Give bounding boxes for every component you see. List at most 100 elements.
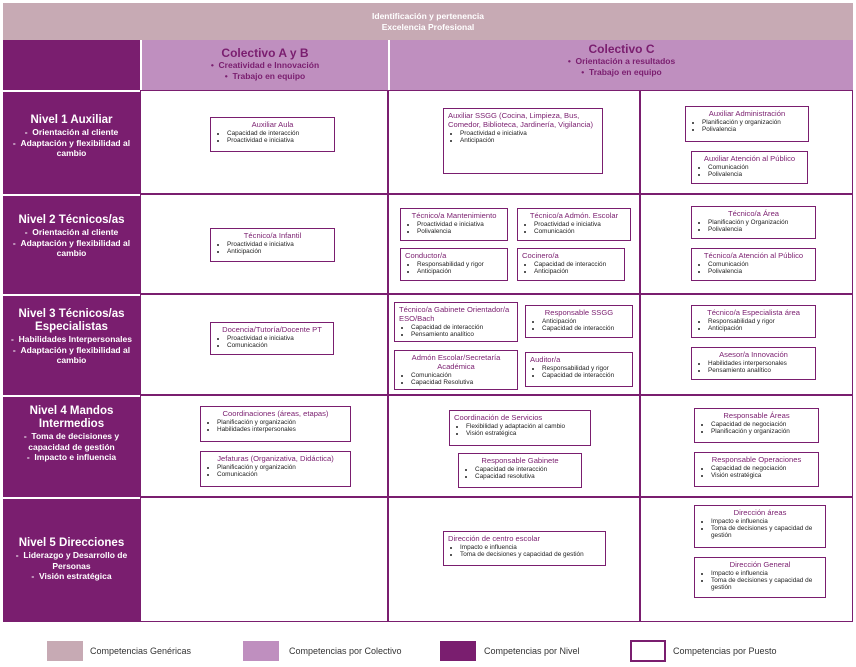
position-competency: Capacidad de interacción [534, 261, 620, 268]
position-title: Responsable Operaciones [711, 455, 802, 464]
position-competency: Comunicación [411, 372, 513, 379]
legend-label: Competencias por Puesto [673, 646, 777, 656]
position-competency: Anticipación [417, 268, 503, 275]
position-box-coordinaciones: Coordinaciones (áreas, etapas) Planifica… [200, 406, 351, 442]
position-title: Auxiliar Aula [251, 120, 294, 129]
position-title: Conductor/a [405, 251, 447, 260]
position-competency: Proactividad e iniciativa [227, 241, 330, 248]
position-box-direccion-general: Dirección General Impacto e influenciaTo… [694, 557, 826, 598]
position-title: Admón Escolar/Secretaría Académica [411, 353, 501, 371]
position-title: Coordinación de Servicios [454, 413, 543, 422]
level-4-header: Nivel 4 Mandos Intermedios - Toma de dec… [3, 395, 140, 497]
position-box-auxiliar-aula: Auxiliar Aula Capacidad de interacciónPr… [210, 117, 335, 152]
position-competency: Toma de decisiones y capacidad de gestió… [460, 551, 601, 558]
position-competency: Visión estratégica [711, 472, 814, 479]
position-box-auditor: Auditor/a Responsabilidad y rigorCapacid… [525, 352, 633, 387]
position-box-tecnico-mantenimiento: Técnico/a Mantenimiento Proactividad e i… [400, 208, 508, 241]
position-box-responsable-gabinete: Responsable Gabinete Capacidad de intera… [458, 453, 582, 488]
position-competency: Planificación y organización [711, 428, 814, 435]
position-competency: Impacto e influencia [711, 518, 821, 525]
level-item: - Adaptación y flexibilidad al cambio [12, 344, 131, 366]
position-title: Cocinero/a [522, 251, 559, 260]
level-title: Nivel 1 Auxiliar [30, 114, 113, 126]
position-competency: Proactividad e iniciativa [460, 130, 598, 137]
column-item: • Creatividad e Innovación [210, 60, 320, 70]
column-title: Colectivo C [588, 42, 655, 56]
position-title: Jefaturas (Organizativa, Didáctica) [217, 454, 334, 463]
position-competency: Comunicación [217, 471, 346, 478]
level-3-header: Nivel 3 Técnicos/as Especialistas - Habi… [3, 294, 140, 395]
position-title: Responsable Áreas [723, 411, 790, 420]
position-competency: Capacidad de negociación [711, 465, 814, 472]
column-header-colectivo-ab: Colectivo A y B • Creatividad e Innovaci… [140, 40, 388, 90]
position-title: Dirección áreas [733, 508, 787, 517]
position-box-auxiliar-ssgg: Auxiliar SSGG (Cocina, Limpieza, Bus, Co… [443, 108, 603, 174]
legend-swatch-puesto [630, 640, 666, 662]
legend-label: Competencias por Nivel [484, 646, 580, 656]
position-box-auxiliar-administracion: Auxiliar Administración Planificación y … [685, 106, 809, 142]
position-competency: Polivalencia [708, 171, 803, 178]
position-competency: Proactividad e iniciativa [534, 221, 626, 228]
position-competency: Impacto e influencia [711, 570, 821, 577]
position-title: Técnico/a Infantil [243, 231, 302, 240]
position-title: Técnico/a Especialista área [707, 308, 800, 317]
corner-cell [3, 40, 140, 90]
position-box-admon-escolar: Admón Escolar/Secretaría Académica Comun… [394, 350, 518, 390]
position-title: Asesor/a Innovación [719, 350, 788, 359]
position-competency: Capacidad de interacción [475, 466, 577, 473]
level-item: - Toma de decisiones y capacidad de gest… [23, 431, 120, 452]
position-title: Dirección de centro escolar [448, 534, 541, 543]
position-competency: Habilidades interpersonales [708, 360, 811, 367]
position-title: Auxiliar SSGG (Cocina, Limpieza, Bus, Co… [448, 111, 594, 129]
legend-label: Competencias por Colectivo [289, 646, 402, 656]
position-title: Técnico/a Admón. Escolar [529, 211, 619, 220]
generic-competencies-header: Identificación y pertenencia Excelencia … [3, 3, 853, 40]
level-5-header: Nivel 5 Direcciones - Liderazgo y Desarr… [3, 497, 140, 622]
column-title: Colectivo A y B [221, 46, 309, 60]
position-competency: Comunicación [227, 342, 329, 349]
position-competency: Habilidades interpersonales [217, 426, 346, 433]
position-title: Auxiliar Administración [708, 109, 786, 118]
position-competency: Pensamiento analítico [411, 331, 513, 338]
position-competency: Anticipación [460, 137, 598, 144]
position-box-tecnico-infantil: Técnico/a Infantil Proactividad e inicia… [210, 228, 335, 262]
position-box-tecnico-atencion-publico: Técnico/a Atención al Público Comunicaci… [691, 248, 816, 281]
position-box-jefaturas: Jefaturas (Organizativa, Didáctica) Plan… [200, 451, 351, 487]
position-competency: Polivalencia [417, 228, 503, 235]
position-box-docencia: Docencia/Tutoría/Docente PT Proactividad… [210, 322, 334, 355]
position-competency: Anticipación [227, 248, 330, 255]
position-competency: Pensamiento analítico [708, 367, 811, 374]
position-title: Técnico/a Mantenimiento [411, 211, 497, 220]
position-box-responsable-operaciones: Responsable Operaciones Capacidad de neg… [694, 452, 819, 487]
position-box-direccion-areas: Dirección áreas Impacto e influenciaToma… [694, 505, 826, 548]
position-title: Dirección General [729, 560, 791, 569]
header-line-1: Identificación y pertenencia [372, 11, 484, 21]
legend-swatch-genericas [47, 641, 83, 661]
position-box-tecnico-admon-escolar: Técnico/a Admón. Escolar Proactividad e … [517, 208, 631, 241]
position-title: Docencia/Tutoría/Docente PT [222, 325, 322, 334]
level-1-header: Nivel 1 Auxiliar - Orientación al client… [3, 90, 140, 194]
position-competency: Capacidad de negociación [711, 421, 814, 428]
position-competency: Toma de decisiones y capacidad de gestió… [711, 577, 821, 591]
level-item: - Liderazgo y Desarrollo de Personas [15, 550, 128, 571]
position-title: Técnico/a Atención al Público [703, 251, 804, 260]
position-title: Coordinaciones (áreas, etapas) [222, 409, 329, 418]
column-item: • Trabajo en equipo [224, 71, 306, 81]
position-competency: Comunicación [708, 164, 803, 171]
column-item: • Orientación a resultados [567, 56, 676, 66]
position-competency: Anticipación [542, 318, 628, 325]
position-competency: Anticipación [708, 325, 811, 332]
position-competency: Visión estratégica [466, 430, 586, 437]
legend-label: Competencias Genéricas [90, 646, 192, 656]
position-competency: Responsabilidad y rigor [417, 261, 503, 268]
level-title: Nivel 5 Direcciones [18, 537, 125, 549]
position-box-responsable-areas: Responsable Áreas Capacidad de negociaci… [694, 408, 819, 443]
column-item: • Trabajo en equipo [581, 67, 662, 77]
position-competency: Planificación y organización [217, 464, 346, 471]
position-competency: Capacidad resolutiva [475, 473, 577, 480]
position-box-direccion-centro: Dirección de centro escolar Impacto e in… [443, 531, 606, 566]
position-competency: Comunicación [708, 261, 811, 268]
level-item: - Adaptación y flexibilidad al cambio [12, 237, 131, 259]
position-box-cocinero: Cocinero/a Capacidad de interacciónAntic… [517, 248, 625, 281]
position-competency: Proactividad e iniciativa [417, 221, 503, 228]
